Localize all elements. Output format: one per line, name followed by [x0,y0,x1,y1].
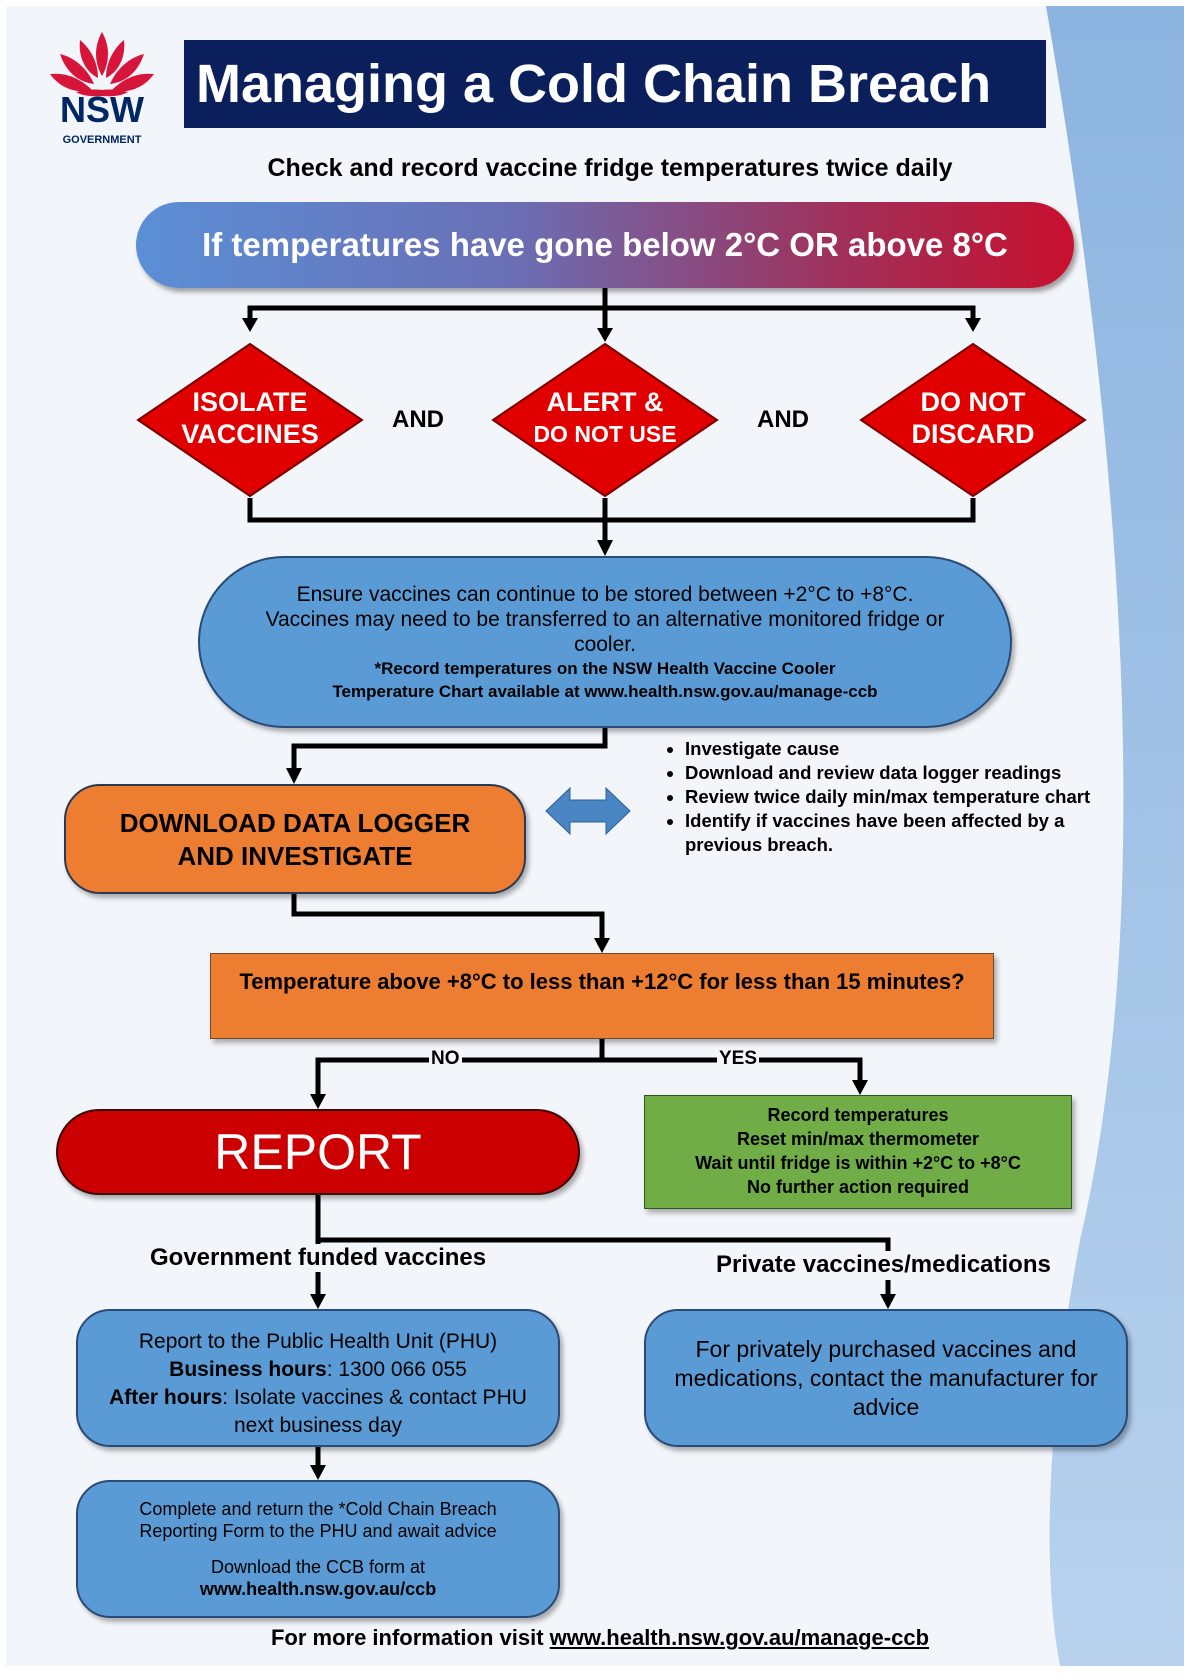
record-line-3: Wait until fridge is within +2°C to +8°C [695,1153,1021,1173]
do-not-discard-text: DO NOT DISCARD [859,386,1087,450]
alert-do-not-use-text: ALERT & DO NOT USE [491,386,719,450]
and-label-2: AND [757,406,809,433]
phu-business-hours: Business hours: 1300 066 055 [78,1356,558,1384]
phu-after-hours: After hours: Isolate vaccines & contact … [78,1384,558,1412]
isolate-line-2: VACCINES [181,419,319,449]
discard-line-2: DISCARD [911,419,1035,449]
download-data-logger-box: DOWNLOAD DATA LOGGER AND INVESTIGATE [64,784,526,894]
logo-wordmark: NSW [60,89,144,130]
ensure-line-3: cooler. [574,633,636,656]
record-temperatures-box: Record temperatures Reset min/max thermo… [644,1095,1072,1209]
alert-line-2: DO NOT USE [533,421,677,447]
footer-info: For more information visit www.health.ns… [150,1625,1050,1651]
isolate-diamond [136,342,364,498]
record-line-4: No further action required [746,1177,970,1197]
ensure-note-1: *Record temperatures on the NSW Health V… [374,659,836,678]
report-banner: REPORT [56,1109,580,1195]
ensure-line-2: Vaccines may need to be transferred to a… [265,608,945,631]
subtitle: Check and record vaccine fridge temperat… [267,154,953,182]
private-vaccines-heading: Private vaccines/medications [714,1251,1053,1279]
government-funded-heading: Government funded vaccines [148,1244,489,1272]
alert-line-1: ALERT & [546,387,664,417]
phu-line-4: next business day [233,1414,403,1437]
logo-subtext: GOVERNMENT [62,134,142,146]
private-vaccines-box: For privately purchased vaccines and med… [644,1309,1128,1447]
temperature-question-box: Temperature above +8°C to less than +12°… [210,953,994,1039]
isolate-line-1: ISOLATE [192,387,308,417]
after-hours-value: : Isolate vaccines & contact PHU [222,1386,527,1409]
yes-branch-label: YES [717,1048,760,1070]
no-branch-label: NO [429,1048,462,1070]
list-item: Investigate cause [685,737,1120,761]
footer-link[interactable]: www.health.nsw.gov.au/manage-ccb [549,1625,930,1650]
double-arrow-icon [545,786,631,836]
download-line-2: AND INVESTIGATE [177,841,413,871]
isolate-vaccines-text: ISOLATE VACCINES [136,386,364,450]
list-item: Identify if vaccines have been affected … [685,809,1120,857]
discard-diamond [859,342,1087,498]
record-line-2: Reset min/max thermometer [736,1129,980,1149]
after-hours-label: After hours [109,1386,223,1409]
temperature-condition-banner: If temperatures have gone below 2°C OR a… [136,202,1074,288]
phu-line-1: Report to the Public Health Unit (PHU) [138,1330,498,1353]
ccb-form-box: Complete and return the *Cold Chain Brea… [76,1480,560,1618]
ensure-line-1: Ensure vaccines can continue to be store… [296,583,914,606]
and-label-1: AND [392,406,444,433]
list-item: Review twice daily min/max temperature c… [685,785,1120,809]
ccb-line-3: Download the CCB form at [210,1557,426,1577]
investigation-steps: Investigate cause Download and review da… [640,737,1120,857]
discard-line-1: DO NOT [920,387,1026,417]
ccb-form-link[interactable]: www.health.nsw.gov.au/ccb [199,1579,437,1599]
waratah-icon [50,32,154,97]
business-hours-value: : 1300 066 055 [326,1358,467,1381]
ccb-line-2: Reporting Form to the PHU and await advi… [139,1521,497,1541]
record-line-1: Record temperatures [767,1105,949,1125]
ccb-line-1: Complete and return the *Cold Chain Brea… [139,1499,497,1519]
list-item: Download and review data logger readings [685,761,1120,785]
page-title: Managing a Cold Chain Breach [184,40,1046,128]
footer-prefix: For more information visit [270,1625,550,1650]
business-hours-label: Business hours [169,1358,327,1381]
download-line-1: DOWNLOAD DATA LOGGER [119,808,471,838]
ensure-note-2: Temperature Chart available at www.healt… [332,682,878,701]
nsw-government-logo [46,28,158,148]
ensure-storage-box: Ensure vaccines can continue to be store… [198,556,1012,728]
alert-diamond [491,342,719,498]
phu-report-box: Report to the Public Health Unit (PHU) B… [76,1309,560,1447]
